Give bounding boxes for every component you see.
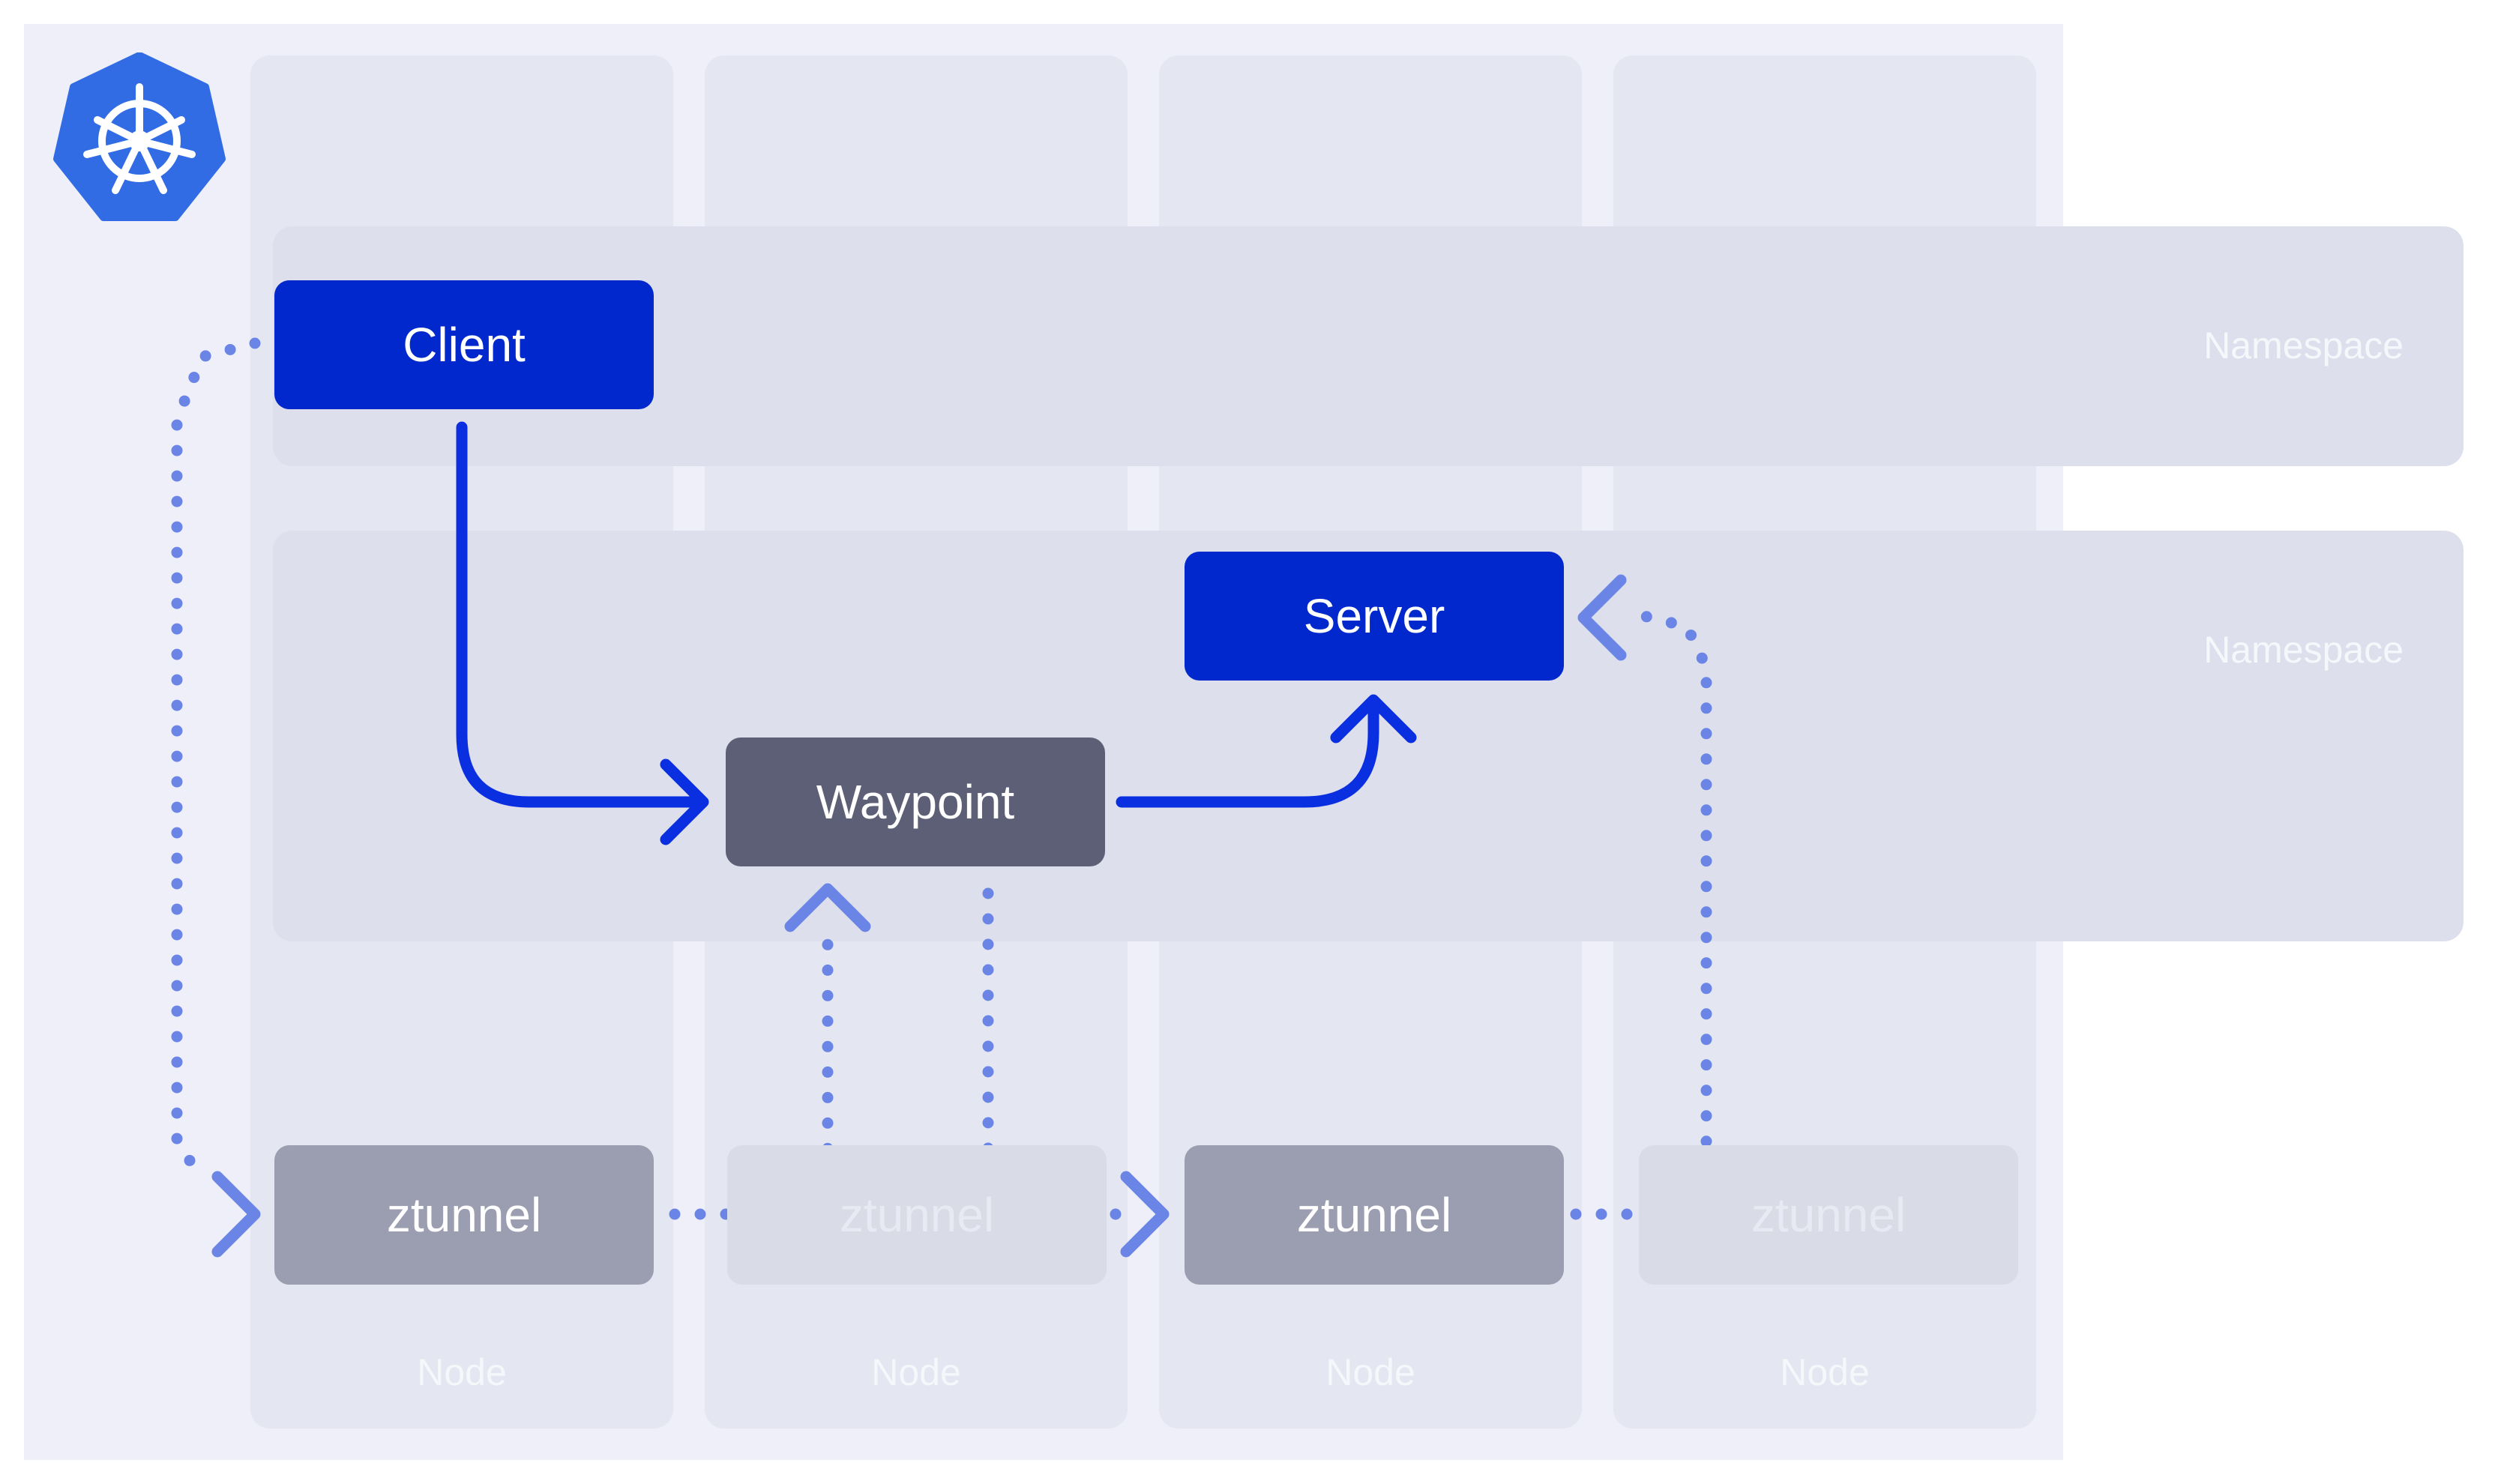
ztunnel-label: ztunnel: [1751, 1188, 1906, 1242]
client-label: Client: [403, 318, 526, 372]
arrow-left-icon: [1577, 574, 1627, 661]
waypoint-box: Waypoint: [726, 738, 1105, 866]
namespace-label: Namespace: [2203, 325, 2404, 367]
ztunnel-box-inactive: ztunnel: [727, 1145, 1107, 1285]
ztunnel-label: ztunnel: [1296, 1188, 1452, 1242]
ztunnel-box: ztunnel: [1185, 1145, 1564, 1285]
namespace-label: Namespace: [2203, 629, 2404, 671]
arrow-up-icon: [784, 883, 871, 932]
node-label: Node: [1325, 1351, 1415, 1393]
server-label: Server: [1303, 589, 1445, 643]
node-label: Node: [1780, 1351, 1870, 1393]
client-to-waypoint-path: [456, 421, 702, 808]
ztunnel-box: ztunnel: [274, 1145, 654, 1285]
arrow-up-icon: [1330, 694, 1417, 743]
ztunnel-to-server-dotted-path: [1570, 609, 1712, 1220]
arrow-right-icon: [1120, 1171, 1170, 1258]
kubernetes-logo-icon: [53, 52, 226, 221]
node-label: Node: [417, 1351, 507, 1393]
ztunnel-label: ztunnel: [839, 1188, 995, 1242]
waypoint-to-server-path: [1116, 699, 1379, 808]
client-box: Client: [274, 280, 654, 409]
ztunnel-label: ztunnel: [386, 1188, 542, 1242]
client-to-ztunnel-dotted-path: [171, 337, 261, 1175]
node-label: Node: [871, 1351, 961, 1393]
arrow-right-icon: [660, 758, 709, 845]
waypoint-label: Waypoint: [816, 775, 1015, 829]
arrow-right-icon: [211, 1171, 261, 1258]
server-box: Server: [1185, 552, 1564, 681]
ztunnel-box-inactive: ztunnel: [1639, 1145, 2018, 1285]
